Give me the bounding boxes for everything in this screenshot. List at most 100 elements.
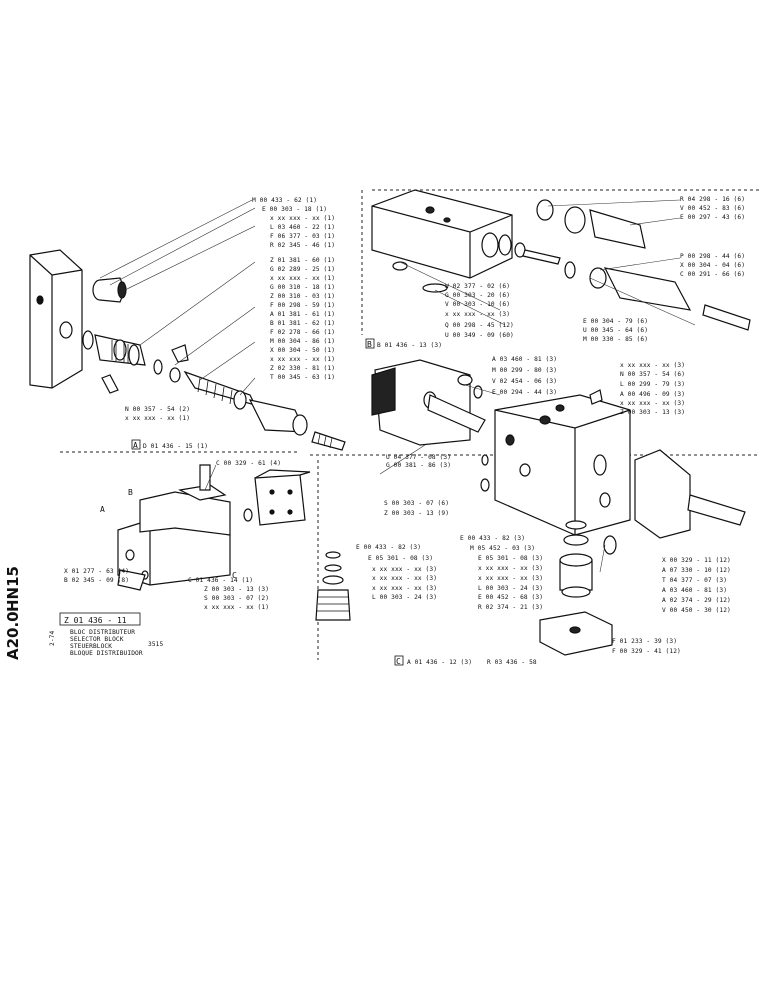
section-b-ref: B (367, 340, 372, 349)
part-label: F 00 298 - 59 (1) (270, 302, 335, 309)
title-en: SELECTOR BLOCK (70, 636, 124, 643)
part-label: A 00 496 - 09 (3) (620, 391, 685, 398)
part-label: B 02 345 - 09 (8) (64, 577, 129, 584)
part-label: T 04 377 - 07 (3) (662, 577, 727, 584)
part-label: C 01 436 - 14 (1) (188, 577, 253, 584)
part-label: P 00 298 - 44 (6) (680, 253, 745, 260)
part-label: S 00 303 - 07 (2) (204, 595, 269, 602)
part-label: Z 00 303 - 13 (3) (204, 586, 269, 593)
part-label: Z 00 310 - 03 (1) (270, 293, 335, 300)
part-label: C 00 291 - 66 (6) (680, 271, 745, 278)
part-label: X 01 277 - 63 (4) (64, 568, 129, 575)
overview-drawing (117, 464, 311, 591)
part-label: R 02 345 - 46 (1) (270, 242, 335, 249)
section-c-valve-drawing (315, 520, 613, 656)
section-c-ref-number-a: A 01 436 - 12 (3) (407, 659, 472, 666)
part-label: x xx xxx - xx (3) (372, 566, 437, 573)
part-label: E 00 297 - 43 (6) (680, 214, 745, 221)
part-label: M 00 433 - 62 (1) (252, 197, 317, 204)
part-label: B 01 381 - 62 (1) (270, 320, 335, 327)
part-label: G 00 310 - 18 (1) (270, 284, 335, 291)
part-label: Z 01 381 - 60 (1) (270, 257, 335, 264)
date-code: 2-74 (49, 631, 56, 646)
title-de: STEUERBLOCK (70, 643, 112, 650)
title-es: BLOQUE DISTRIBUIDOR (70, 650, 143, 657)
part-label: x xx xxx - xx (1) (204, 604, 269, 611)
part-label: E 00 294 - 44 (3) (492, 389, 557, 396)
section-c-ref-number-b: R 03 436 - 58 (487, 659, 537, 666)
part-label: Z 00 303 - 13 (9) (384, 510, 449, 517)
model: 3515 (148, 641, 163, 648)
section-c-block-drawing (371, 359, 746, 555)
part-label: U 00 349 - 09 (60) (445, 332, 514, 339)
part-label: L 00 299 - 79 (3) (620, 381, 685, 388)
part-label: E 00 303 - 18 (1) (262, 206, 327, 213)
part-label: C 00 329 - 61 (4) (216, 460, 281, 467)
part-label: x xx xxx - xx (3) (372, 575, 437, 582)
section-b-ref-number: B 01 436 - 13 (3) (377, 342, 442, 349)
part-label: x xx xxx - xx (3) (478, 565, 543, 572)
part-label: F 02 278 - 66 (1) (270, 329, 335, 336)
part-label: U 00 345 - 64 (6) (583, 327, 648, 334)
callout-letter: C (232, 571, 237, 580)
part-label: x xx xxx - xx (3) (372, 585, 437, 592)
part-label: F 06 377 - 03 (1) (270, 233, 335, 240)
side-code-bottom: A20.0 (4, 611, 22, 660)
side-code-top: HN15 (4, 566, 22, 612)
part-label: E 00 304 - 79 (6) (583, 318, 648, 325)
part-label: E 00 433 - 82 (3) (356, 544, 421, 551)
callout-letter: B (128, 488, 133, 497)
section-a-labels: M 00 433 - 62 (1) E 00 303 - 18 (1) x xx… (125, 197, 335, 450)
leader-lines (99, 199, 696, 573)
part-label: U 04 377 - 08 (3) (386, 454, 451, 461)
section-a-ref-number: D 01 436 - 15 (1) (143, 443, 208, 450)
part-label: G 00 381 - 86 (3) (386, 462, 451, 469)
part-label: A 07 330 - 10 (12) (662, 567, 731, 574)
section-a-drawing (29, 249, 346, 451)
part-label: V 00 450 - 30 (12) (662, 607, 731, 614)
part-label: Q 00 298 - 45 (12) (445, 322, 514, 329)
part-label: E 05 301 - 08 (3) (368, 555, 433, 562)
part-label: V 02 454 - 06 (3) (492, 378, 557, 385)
callout-letter: A (100, 505, 105, 514)
part-label: x xx xxx - xx (1) (270, 275, 335, 282)
part-label: Z 00 303 - 13 (3) (620, 409, 685, 416)
section-b-labels: R 04 298 - 16 (6) V 00 452 - 83 (6) E 00… (365, 196, 745, 349)
part-label: E 00 433 - 82 (3) (460, 535, 525, 542)
part-label: X 00 304 - 04 (6) (680, 262, 745, 269)
part-label: x xx xxx - xx (1) (125, 415, 190, 422)
part-label: T 00 345 - 63 (1) (270, 374, 335, 381)
part-label: Z 02 330 - 81 (1) (270, 365, 335, 372)
section-a-ref: A (133, 441, 138, 450)
part-label: G 00 303 - 20 (6) (445, 292, 510, 299)
section-c-valve-labels: E 00 433 - 82 (3) E 05 301 - 08 (3) x xx… (356, 535, 681, 666)
part-label: V 00 452 - 83 (6) (680, 205, 745, 212)
section-c-block-labels: A 03 460 - 81 (3) M 00 299 - 80 (3) V 02… (384, 356, 731, 614)
part-label: N 00 357 - 54 (6) (620, 371, 685, 378)
part-label: M 00 299 - 80 (3) (492, 367, 557, 374)
part-label: W 02 377 - 02 (6) (445, 283, 510, 290)
part-label: V 00 303 - 10 (6) (445, 301, 510, 308)
part-label: E 00 452 - 68 (3) (478, 594, 543, 601)
part-label: G 02 289 - 25 (1) (270, 266, 335, 273)
part-label: F 00 329 - 41 (12) (612, 648, 681, 655)
part-label: x xx xxx - xx (1) (270, 215, 335, 222)
part-label: S 00 303 - 07 (6) (384, 500, 449, 507)
part-label: x xx xxx - xx (3) (620, 362, 685, 369)
title-block: Z 01 436 - 11 BLOC DISTRIBUTEUR SELECTOR… (49, 612, 163, 657)
part-label: X 00 304 - 50 (1) (270, 347, 335, 354)
part-label: R 04 298 - 16 (6) (680, 196, 745, 203)
title-fr: BLOC DISTRIBUTEUR (70, 629, 135, 636)
part-label: R 02 374 - 21 (3) (478, 604, 543, 611)
part-label: L 00 303 - 24 (3) (478, 585, 543, 592)
part-label: F 01 233 - 39 (3) (612, 638, 677, 645)
part-label: x xx xxx - xx (3) (620, 400, 685, 407)
part-label: X 00 329 - 11 (12) (662, 557, 731, 564)
part-label: x xx xxx - xx (3) (478, 575, 543, 582)
part-label: M 05 452 - 03 (3) (470, 545, 535, 552)
section-b-drawing (371, 189, 751, 331)
part-label: E 05 301 - 08 (3) (478, 555, 543, 562)
overview-labels: C 00 329 - 61 (4) X 01 277 - 63 (4) B 02… (64, 460, 281, 611)
section-c-ref: C (396, 657, 401, 666)
